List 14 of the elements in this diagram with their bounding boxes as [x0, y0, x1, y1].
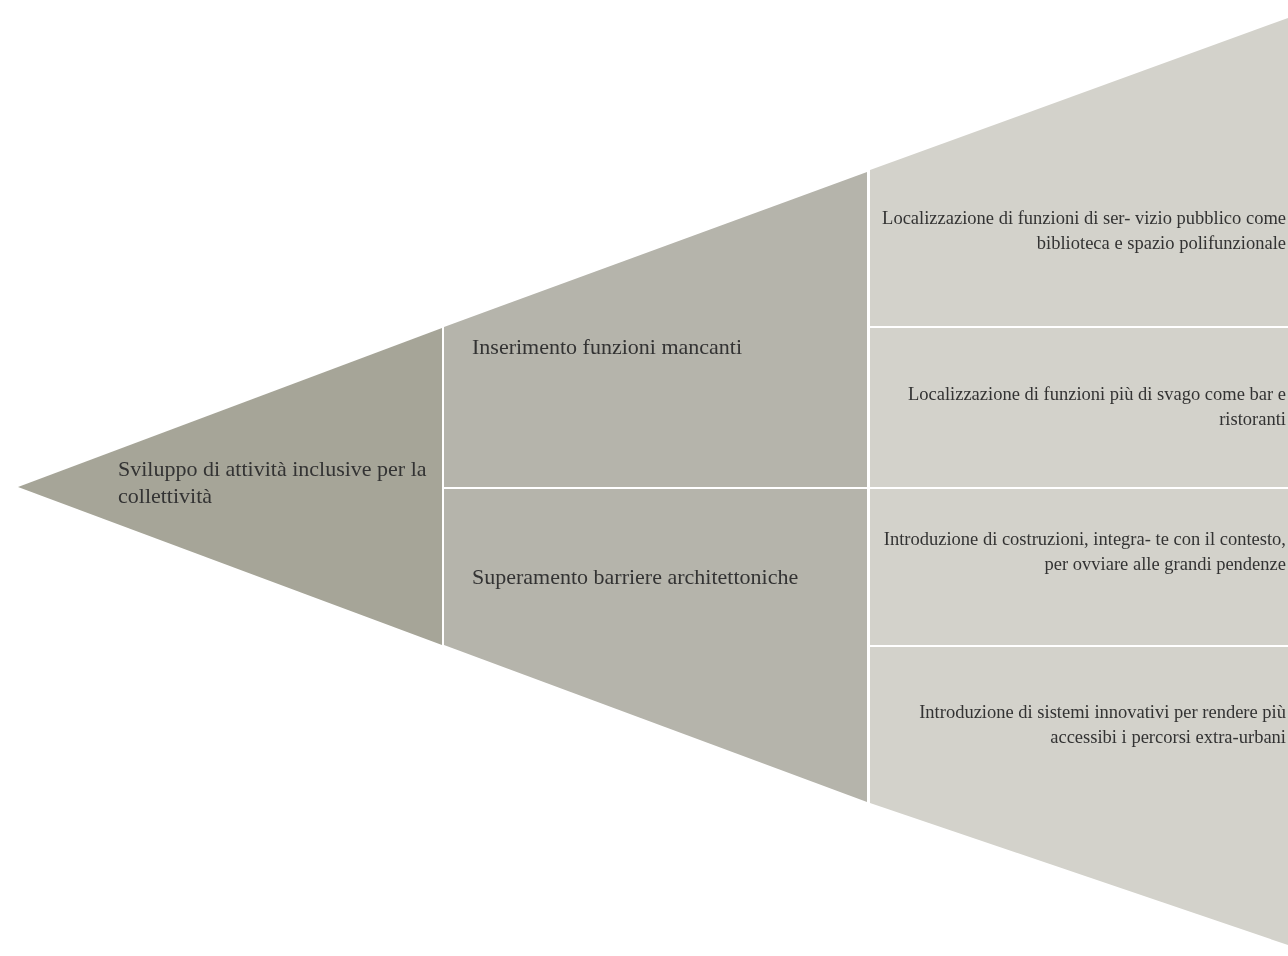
funnel-segment	[870, 647, 1288, 945]
funnel-segment	[870, 489, 1288, 645]
segment-label: Localizzazione di funzioni di ser- vizio pubblico come biblioteca e spazio polifunzionale	[881, 207, 1286, 255]
segment-label: Introduzione di sistemi innovativi per rendere più accessibi i percorsi extra-urbani	[918, 701, 1286, 749]
funnel-segment	[870, 18, 1288, 326]
funnel-segment	[870, 328, 1288, 487]
segment-label: Sviluppo di attività inclusive per la collettività	[118, 455, 428, 509]
funnel-segment	[444, 489, 867, 802]
segment-label: Introduzione di costruzioni, integra- te con il contesto, per ovviare alle grandi pendenze	[882, 528, 1286, 576]
segment-label: Superamento barriere architettoniche	[472, 563, 800, 590]
segment-label: Localizzazione di funzioni più di svago come bar e ristoranti	[906, 383, 1286, 431]
segment-label: Inserimento funzioni mancanti	[472, 333, 744, 360]
funnel-segment	[18, 328, 442, 645]
funnel-segment	[444, 172, 867, 487]
